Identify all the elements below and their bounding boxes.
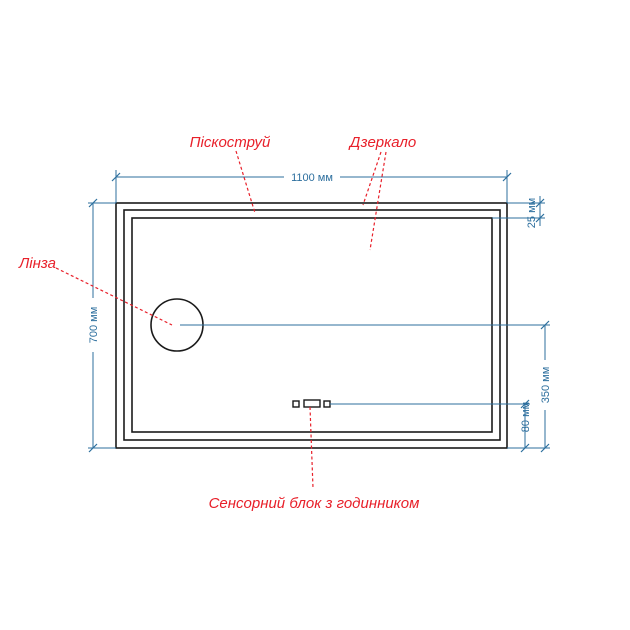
sensor-clock-unit <box>292 399 331 408</box>
mirror-label: Дзеркало <box>348 134 416 151</box>
height-dimension-label: 700 мм <box>88 307 100 344</box>
mirror-leader-1 <box>362 151 382 206</box>
lens-height-label: 350 мм <box>540 367 552 404</box>
clock-display <box>303 399 321 408</box>
tick-width-left <box>111 172 121 182</box>
mirror-leader-2 <box>369 151 387 251</box>
sensor-height-label: 80 мм <box>520 402 532 432</box>
inset-dimension-label: 25 мм <box>526 198 538 228</box>
tick-inset-bottom <box>535 213 545 223</box>
sandblast-label: Піскоструй <box>190 134 271 151</box>
sensor-unit-label: Сенсорний блок з годинником <box>209 495 420 512</box>
sensor-button-left <box>292 400 300 408</box>
tick-width-right <box>502 172 512 182</box>
width-dimension-label: 1100 мм <box>291 172 333 184</box>
tick-lens-top <box>540 320 550 330</box>
tick-sensor-top <box>520 399 530 409</box>
sensor-button-right <box>323 400 331 408</box>
tick-inset-top <box>535 198 545 208</box>
tick-lens-bottom <box>540 443 550 453</box>
lens-leader <box>55 267 173 326</box>
tick-height-top <box>88 198 98 208</box>
lens-label: Лінза <box>18 255 56 272</box>
tick-sensor-bottom <box>520 443 530 453</box>
sensor-leader <box>309 406 314 489</box>
tick-height-bottom <box>88 443 98 453</box>
